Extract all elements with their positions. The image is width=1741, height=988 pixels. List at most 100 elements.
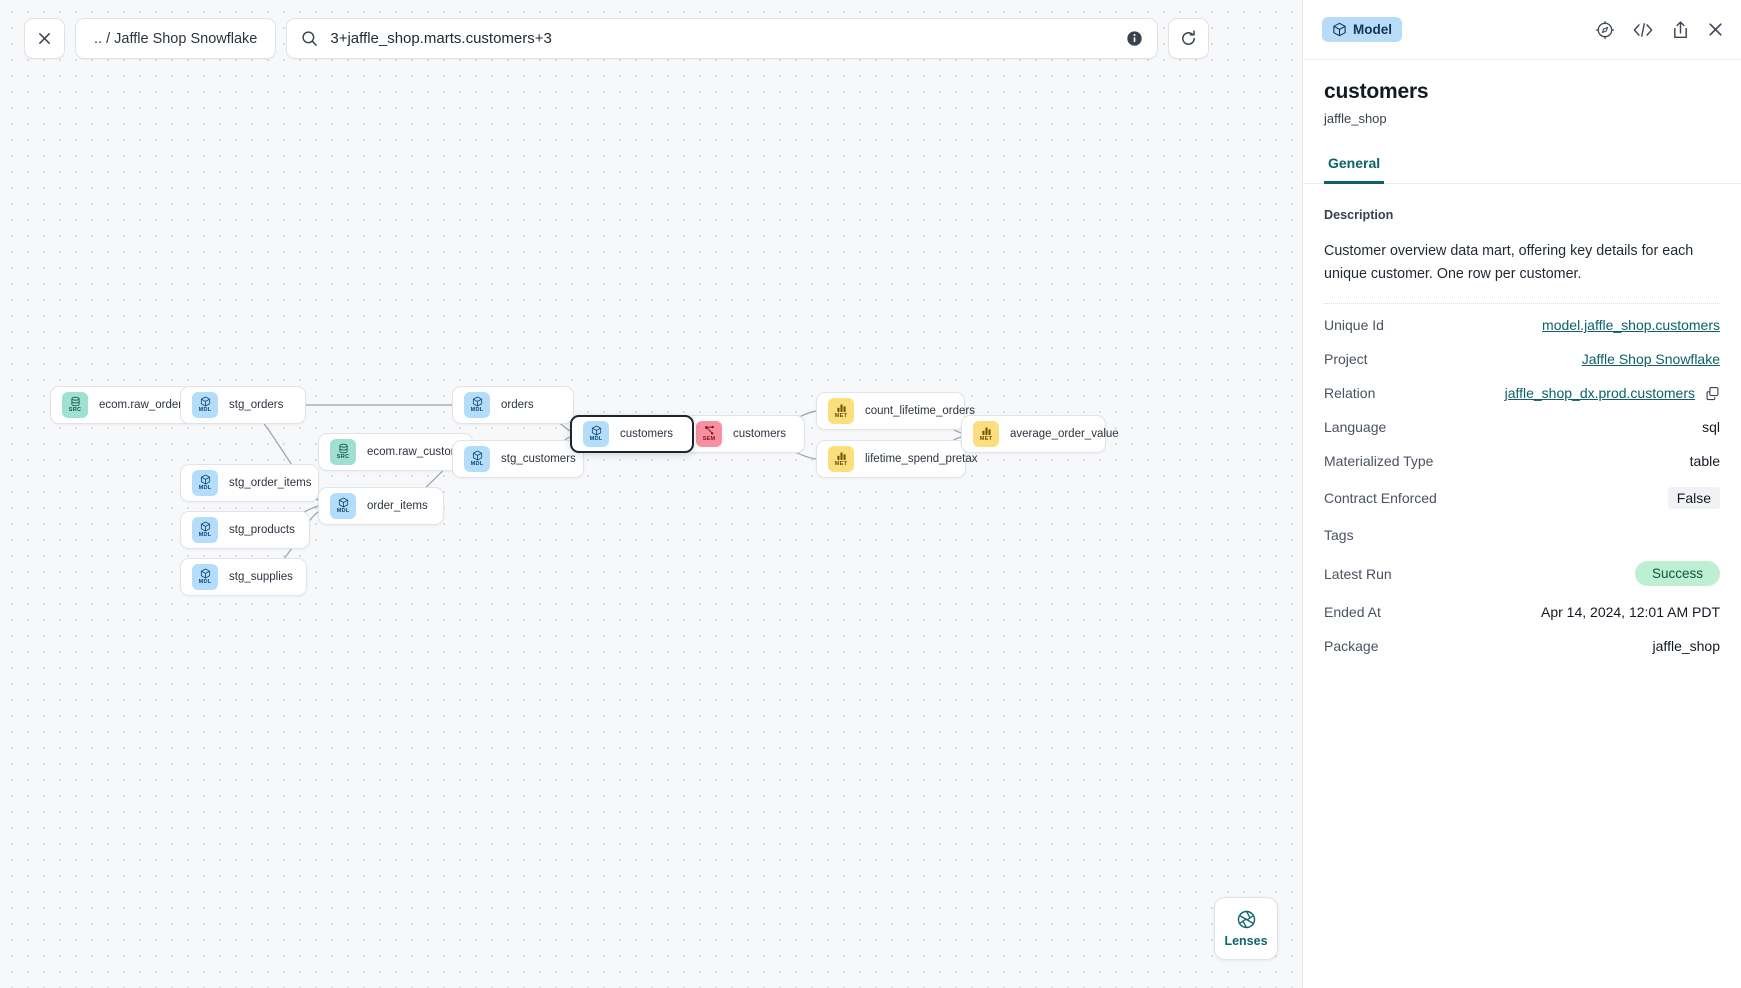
graph-node-label: stg_products <box>229 524 295 536</box>
model-node-icon: MDL <box>192 517 218 543</box>
graph-node-average_order_value[interactable]: MET average_order_value <box>961 415 1119 453</box>
detail-row: Materialized Type table <box>1324 444 1720 478</box>
panel-tabs: General <box>1303 149 1741 184</box>
page-title: customers <box>1324 80 1429 103</box>
lineage-search-bar[interactable] <box>286 18 1159 59</box>
description-label: Description <box>1324 208 1394 222</box>
search-input[interactable] <box>330 30 1115 47</box>
metric-node-icon: MET <box>828 398 854 424</box>
model-node-icon: MDL <box>330 493 356 519</box>
detail-row-value[interactable]: model.jaffle_shop.customers <box>1542 317 1720 334</box>
detail-row-value-wrap: False <box>1667 487 1720 510</box>
graph-node-ecom_raw_orders[interactable]: SRC ecom.raw_orders <box>50 386 194 424</box>
detail-row-key: Materialized Type <box>1324 453 1434 470</box>
graph-node-stg_products[interactable]: MDL stg_products <box>180 511 310 549</box>
graph-node-label: customers <box>620 428 674 440</box>
detail-row-value: Apr 14, 2024, 12:01 AM PDT <box>1541 604 1720 621</box>
panel-body: Description Customer overview data mart,… <box>1303 184 1741 988</box>
lineage-canvas[interactable]: .. / Jaffle Shop Snowflake <box>0 0 1302 988</box>
status-badge: Success <box>1634 561 1720 587</box>
detail-row-key: Ended At <box>1324 604 1381 621</box>
model-node-icon: MDL <box>464 446 490 472</box>
panel-title-block: customers jaffle_shop <box>1303 60 1741 126</box>
detail-row-value[interactable]: Jaffle Shop Snowflake <box>1581 351 1720 368</box>
close-icon <box>39 33 50 44</box>
node-kind-label: Model <box>1353 22 1392 37</box>
detail-row-value-wrap: Jaffle Shop Snowflake <box>1582 351 1720 367</box>
detail-row-value-wrap: sql <box>1702 419 1720 435</box>
detail-row-key: Project <box>1324 351 1368 368</box>
graph-node-label: stg_customers <box>501 453 576 465</box>
detail-row-key: Contract Enforced <box>1324 490 1437 507</box>
lenses-button[interactable]: Lenses <box>1214 897 1278 960</box>
share-icon[interactable] <box>1671 20 1690 40</box>
detail-row-value: sql <box>1702 419 1720 436</box>
detail-row-value[interactable]: jaffle_shop_dx.prod.customers <box>1504 385 1695 402</box>
page-subtitle: jaffle_shop <box>1324 111 1387 126</box>
refresh-icon <box>1182 30 1196 45</box>
copy-icon[interactable] <box>1705 386 1720 401</box>
graph-node-label: ecom.raw_orders <box>99 399 188 411</box>
graph-node-label: order_items <box>367 500 428 512</box>
detail-row-key: Package <box>1324 638 1379 655</box>
detail-row-value-wrap: jaffle_shop <box>1653 638 1720 654</box>
detail-row: Ended At Apr 14, 2024, 12:01 AM PDT <box>1324 595 1720 629</box>
compass-icon[interactable] <box>1595 20 1615 40</box>
graph-node-label: stg_orders <box>229 399 284 411</box>
detail-row-value-wrap: table <box>1690 453 1720 469</box>
graph-node-stg_orders[interactable]: MDL stg_orders <box>180 386 306 424</box>
detail-row: Tags <box>1324 518 1720 552</box>
graph-node-label: orders <box>501 399 534 411</box>
divider <box>1324 303 1720 305</box>
close-lineage-button[interactable] <box>24 18 65 59</box>
source-node-icon: SRC <box>330 439 356 465</box>
detail-row: Relation jaffle_shop_dx.prod.customers <box>1324 376 1720 410</box>
graph-node-label: lifetime_spend_pretax <box>865 453 978 465</box>
panel-action-icons <box>1595 20 1724 40</box>
graph-node-count_lifetime_orders[interactable]: MET count_lifetime_orders <box>816 392 975 430</box>
info-icon[interactable] <box>1126 30 1143 47</box>
detail-row-key: Tags <box>1324 527 1354 544</box>
detail-row-value: jaffle_shop <box>1652 638 1720 655</box>
metric-node-icon: MET <box>973 421 999 447</box>
model-node-icon: MDL <box>192 392 218 418</box>
source-node-icon: SRC <box>62 392 88 418</box>
lenses-label: Lenses <box>1224 934 1268 948</box>
graph-node-order_items[interactable]: MDL order_items <box>318 487 444 525</box>
graph-node-label: count_lifetime_orders <box>865 405 975 417</box>
code-icon[interactable] <box>1632 20 1654 40</box>
refresh-button[interactable] <box>1168 18 1210 59</box>
graph-node-stg_customers[interactable]: MDL stg_customers <box>452 440 584 478</box>
graph-node-lifetime_spend_pretax[interactable]: MET lifetime_spend_pretax <box>816 440 978 478</box>
detail-row-value-wrap: jaffle_shop_dx.prod.customers <box>1505 385 1720 401</box>
cube-icon <box>1333 22 1346 37</box>
detail-row-value-wrap: Success <box>1634 561 1720 587</box>
description-text: Customer overview data mart, offering ke… <box>1324 243 1694 282</box>
canvas-toolbar: .. / Jaffle Shop Snowflake <box>24 18 1210 59</box>
detail-row: Package jaffle_shop <box>1324 629 1720 663</box>
tab-general[interactable]: General <box>1324 149 1385 184</box>
detail-row-key: Relation <box>1324 385 1376 402</box>
detail-row-value-wrap: Apr 14, 2024, 12:01 AM PDT <box>1541 604 1720 620</box>
detail-row-value: False <box>1667 487 1720 510</box>
detail-row: Contract Enforced False <box>1324 478 1720 518</box>
graph-node-label: average_order_value <box>1010 428 1119 440</box>
graph-node-label: stg_supplies <box>229 571 293 583</box>
close-icon[interactable] <box>1707 21 1724 38</box>
metric-node-icon: MET <box>828 446 854 472</box>
breadcrumb[interactable]: .. / Jaffle Shop Snowflake <box>75 18 277 59</box>
detail-row: Project Jaffle Shop Snowflake <box>1324 342 1720 376</box>
detail-row-key: Language <box>1324 419 1387 436</box>
semantic-node-icon: SEM <box>696 421 722 447</box>
detail-row-value: table <box>1689 453 1720 470</box>
panel-header: Model <box>1303 0 1741 60</box>
detail-row-key: Latest Run <box>1324 565 1392 582</box>
search-icon <box>302 31 318 46</box>
